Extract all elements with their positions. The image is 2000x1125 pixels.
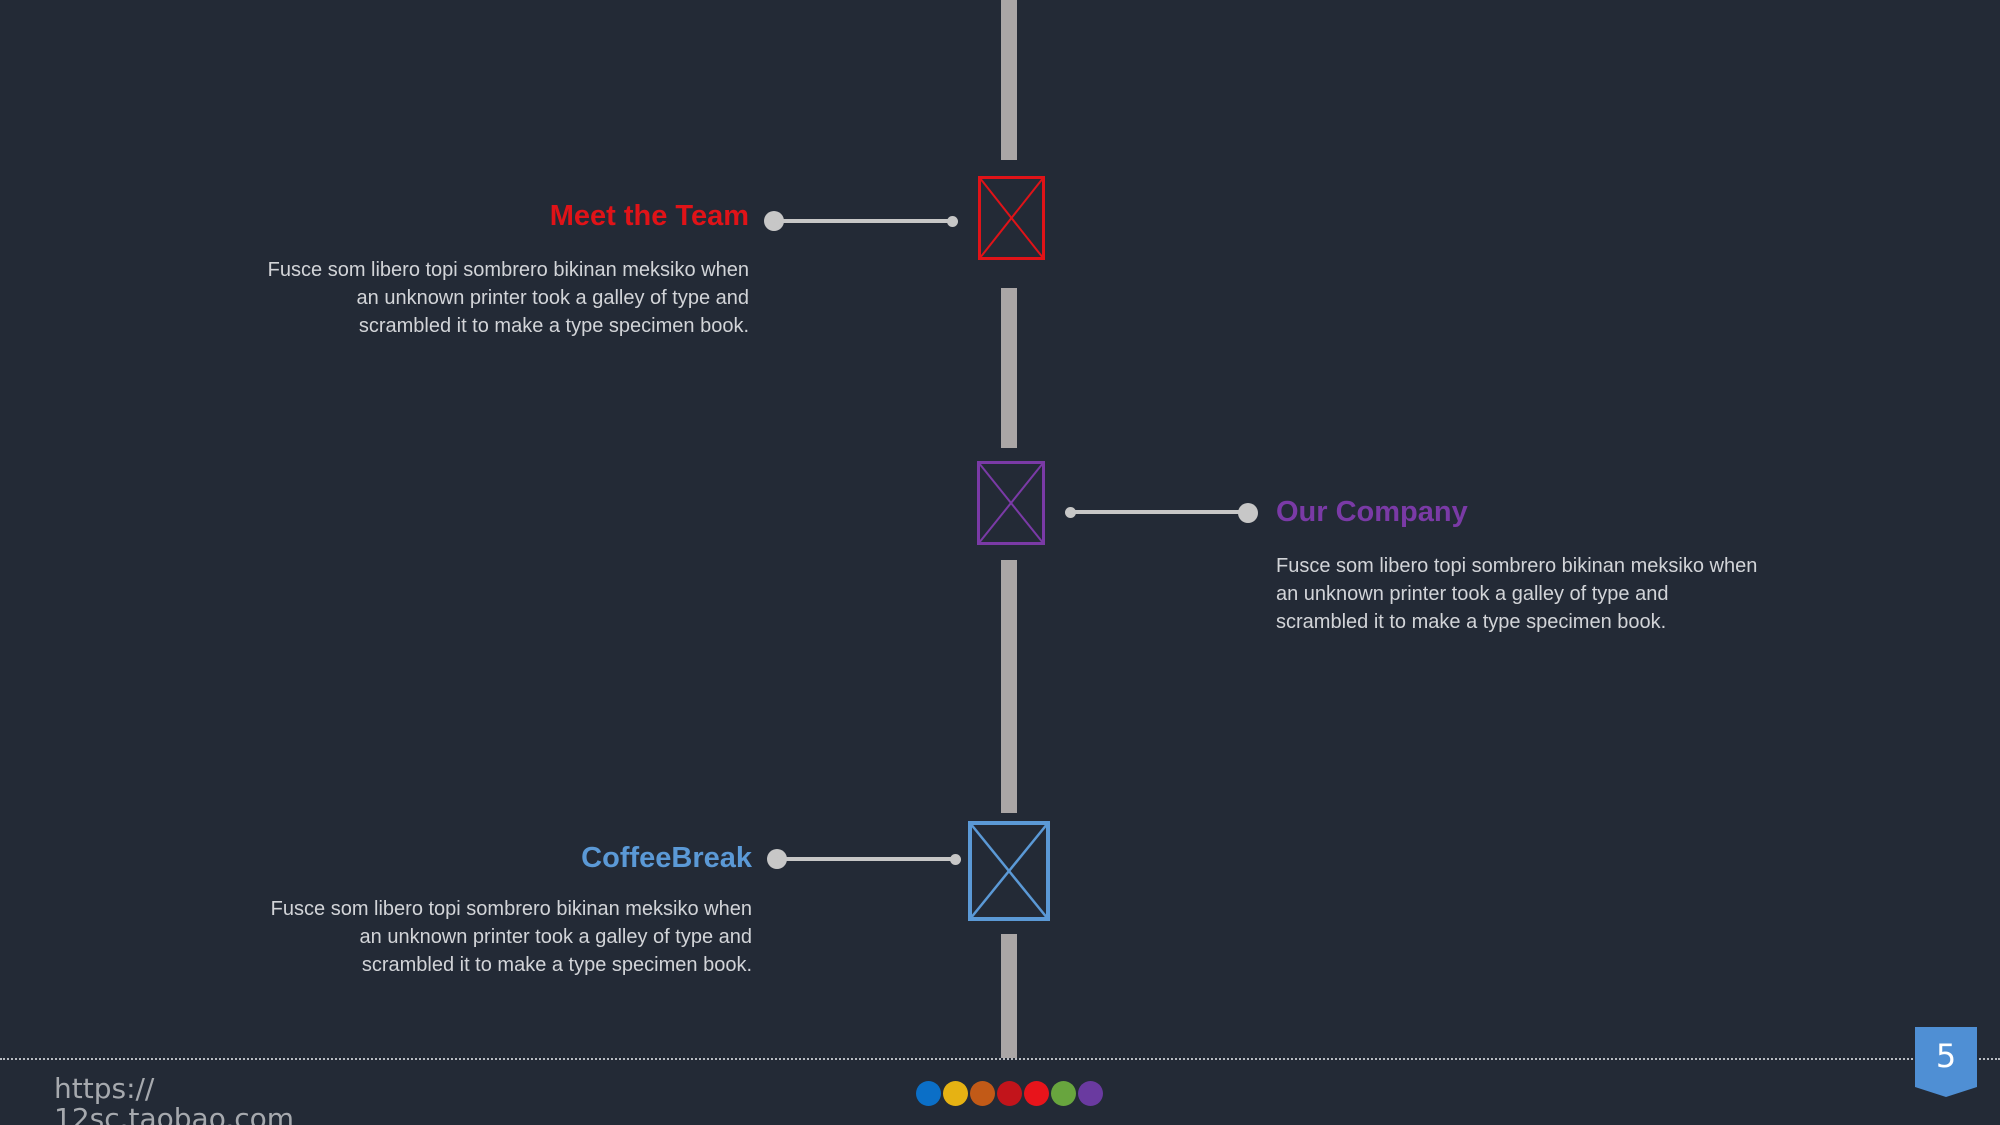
page-number-badge: 5 [1915,1027,1977,1097]
item-description-meet-team: Fusce som libero topi sombrero bikinan m… [267,259,749,337]
item-description-coffee-break: Fusce som libero topi sombrero bikinan m… [270,898,752,976]
image-placeholder-our-company [977,461,1045,545]
connector-line [1070,510,1248,514]
image-placeholder-meet-team [978,176,1045,260]
connector-line [774,219,952,223]
color-dot [916,1081,941,1106]
color-dot [997,1081,1022,1106]
color-dot [1051,1081,1076,1106]
connector-dot-large [1238,503,1258,523]
page-number: 5 [1935,1037,1957,1075]
footer-divider [0,1058,2000,1060]
image-placeholder-coffee-break [968,821,1050,921]
color-dot [970,1081,995,1106]
connector-line [777,857,955,861]
item-title-our-company: Our Company [1276,496,1468,528]
item-title-coffee-break: CoffeeBreak [581,842,752,874]
color-dot [1024,1081,1049,1106]
color-dot [943,1081,968,1106]
badge-shape-icon [1915,1027,1977,1097]
color-dot [1078,1081,1103,1106]
timeline-segment [1001,0,1017,160]
footer-url[interactable]: https:// 12sc.taobao.com [54,1072,295,1125]
connector-dot-small [947,216,958,227]
item-title-meet-team: Meet the Team [549,200,749,232]
timeline-segment [1001,288,1017,448]
connector-dot-small [950,854,961,865]
timeline-segment [1001,934,1017,1058]
timeline-segment [1001,560,1017,813]
color-dots [916,1081,1103,1106]
item-description-our-company: Fusce som libero topi sombrero bikinan m… [1276,555,1758,633]
